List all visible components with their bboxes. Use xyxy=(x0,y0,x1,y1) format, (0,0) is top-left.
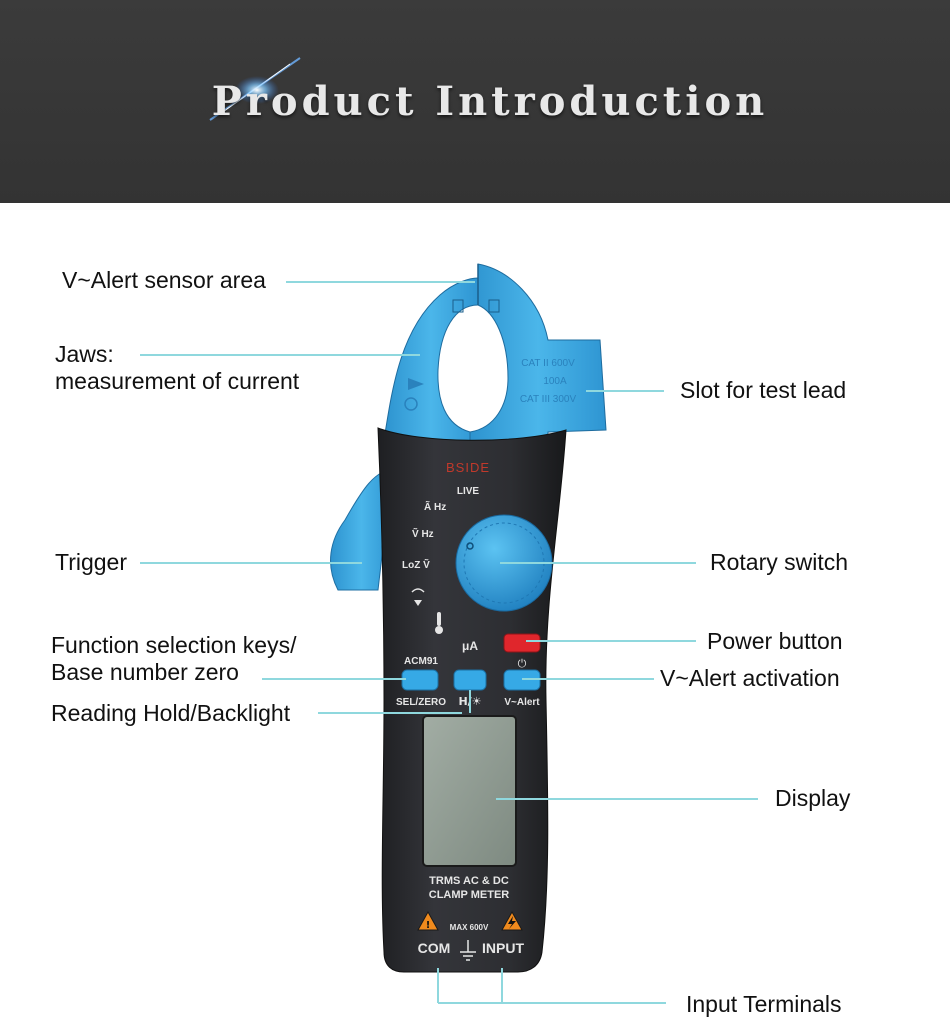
v-alert-label: V~Alert xyxy=(504,697,540,708)
high-voltage-icon xyxy=(501,910,523,931)
callout-slot: Slot for test lead xyxy=(680,377,847,403)
callout-function-keys: Function selection keys/ xyxy=(51,632,297,658)
brand-logo: BSIDE xyxy=(446,460,490,475)
callout-jaws-desc: measurement of current xyxy=(55,368,300,394)
dial-mark-volt: Ṽ Hz xyxy=(412,527,434,540)
hold-backlight-key[interactable] xyxy=(453,669,487,691)
ground-icon xyxy=(460,940,476,961)
trigger xyxy=(330,469,393,591)
dial-mark-ac-amp: Ã Hz xyxy=(424,500,446,513)
model-label: ACM91 xyxy=(404,656,438,667)
sel-zero-label: SEL/ZERO xyxy=(396,697,446,708)
callout-alert-sensor: V~Alert sensor area xyxy=(62,267,266,293)
live-label: LIVE xyxy=(457,486,480,497)
sel-zero-key[interactable] xyxy=(401,669,439,691)
jaw-mark-1: CAT II 600V xyxy=(521,358,575,369)
power-button[interactable] xyxy=(503,633,541,653)
svg-text:!: ! xyxy=(426,920,431,931)
callout-input-terminals: Input Terminals xyxy=(686,991,842,1017)
power-symbol: ⏻ xyxy=(518,657,527,670)
callout-power: Power button xyxy=(707,628,843,654)
meter-line-1: TRMS AC & DC xyxy=(429,875,509,887)
callout-rotary: Rotary switch xyxy=(710,549,849,575)
dial-mark-loz: LoZ Ṽ xyxy=(402,558,430,571)
page-title: Product Introduction xyxy=(211,78,769,125)
header-banner: Product Introduction xyxy=(0,0,950,203)
max-rating: MAX 600V xyxy=(450,923,489,932)
meter-line-2: CLAMP METER xyxy=(429,889,510,901)
lcd-display xyxy=(422,715,517,867)
continuity-diode-icon xyxy=(411,588,425,606)
callout-alert-activation: V~Alert activation xyxy=(660,665,840,691)
callout-base-zero: Base number zero xyxy=(51,659,239,685)
jaws xyxy=(383,277,479,449)
thermometer-icon xyxy=(435,612,443,634)
micro-amp-mark: μA xyxy=(462,639,478,653)
callout-jaws-title: Jaws: xyxy=(55,341,114,367)
input-terminal-label: INPUT xyxy=(482,940,524,956)
callout-hold: Reading Hold/Backlight xyxy=(51,700,291,726)
com-terminal-label: COM xyxy=(418,940,451,956)
light-flare-icon xyxy=(209,57,301,121)
callout-trigger: Trigger xyxy=(55,549,127,575)
jaw-mark-2: 100A xyxy=(543,376,567,387)
warning-icon: ! xyxy=(417,910,439,931)
jaw-mark-3: CAT III 300V xyxy=(520,394,577,405)
leader-lines xyxy=(140,281,758,1004)
callout-display: Display xyxy=(775,785,851,811)
